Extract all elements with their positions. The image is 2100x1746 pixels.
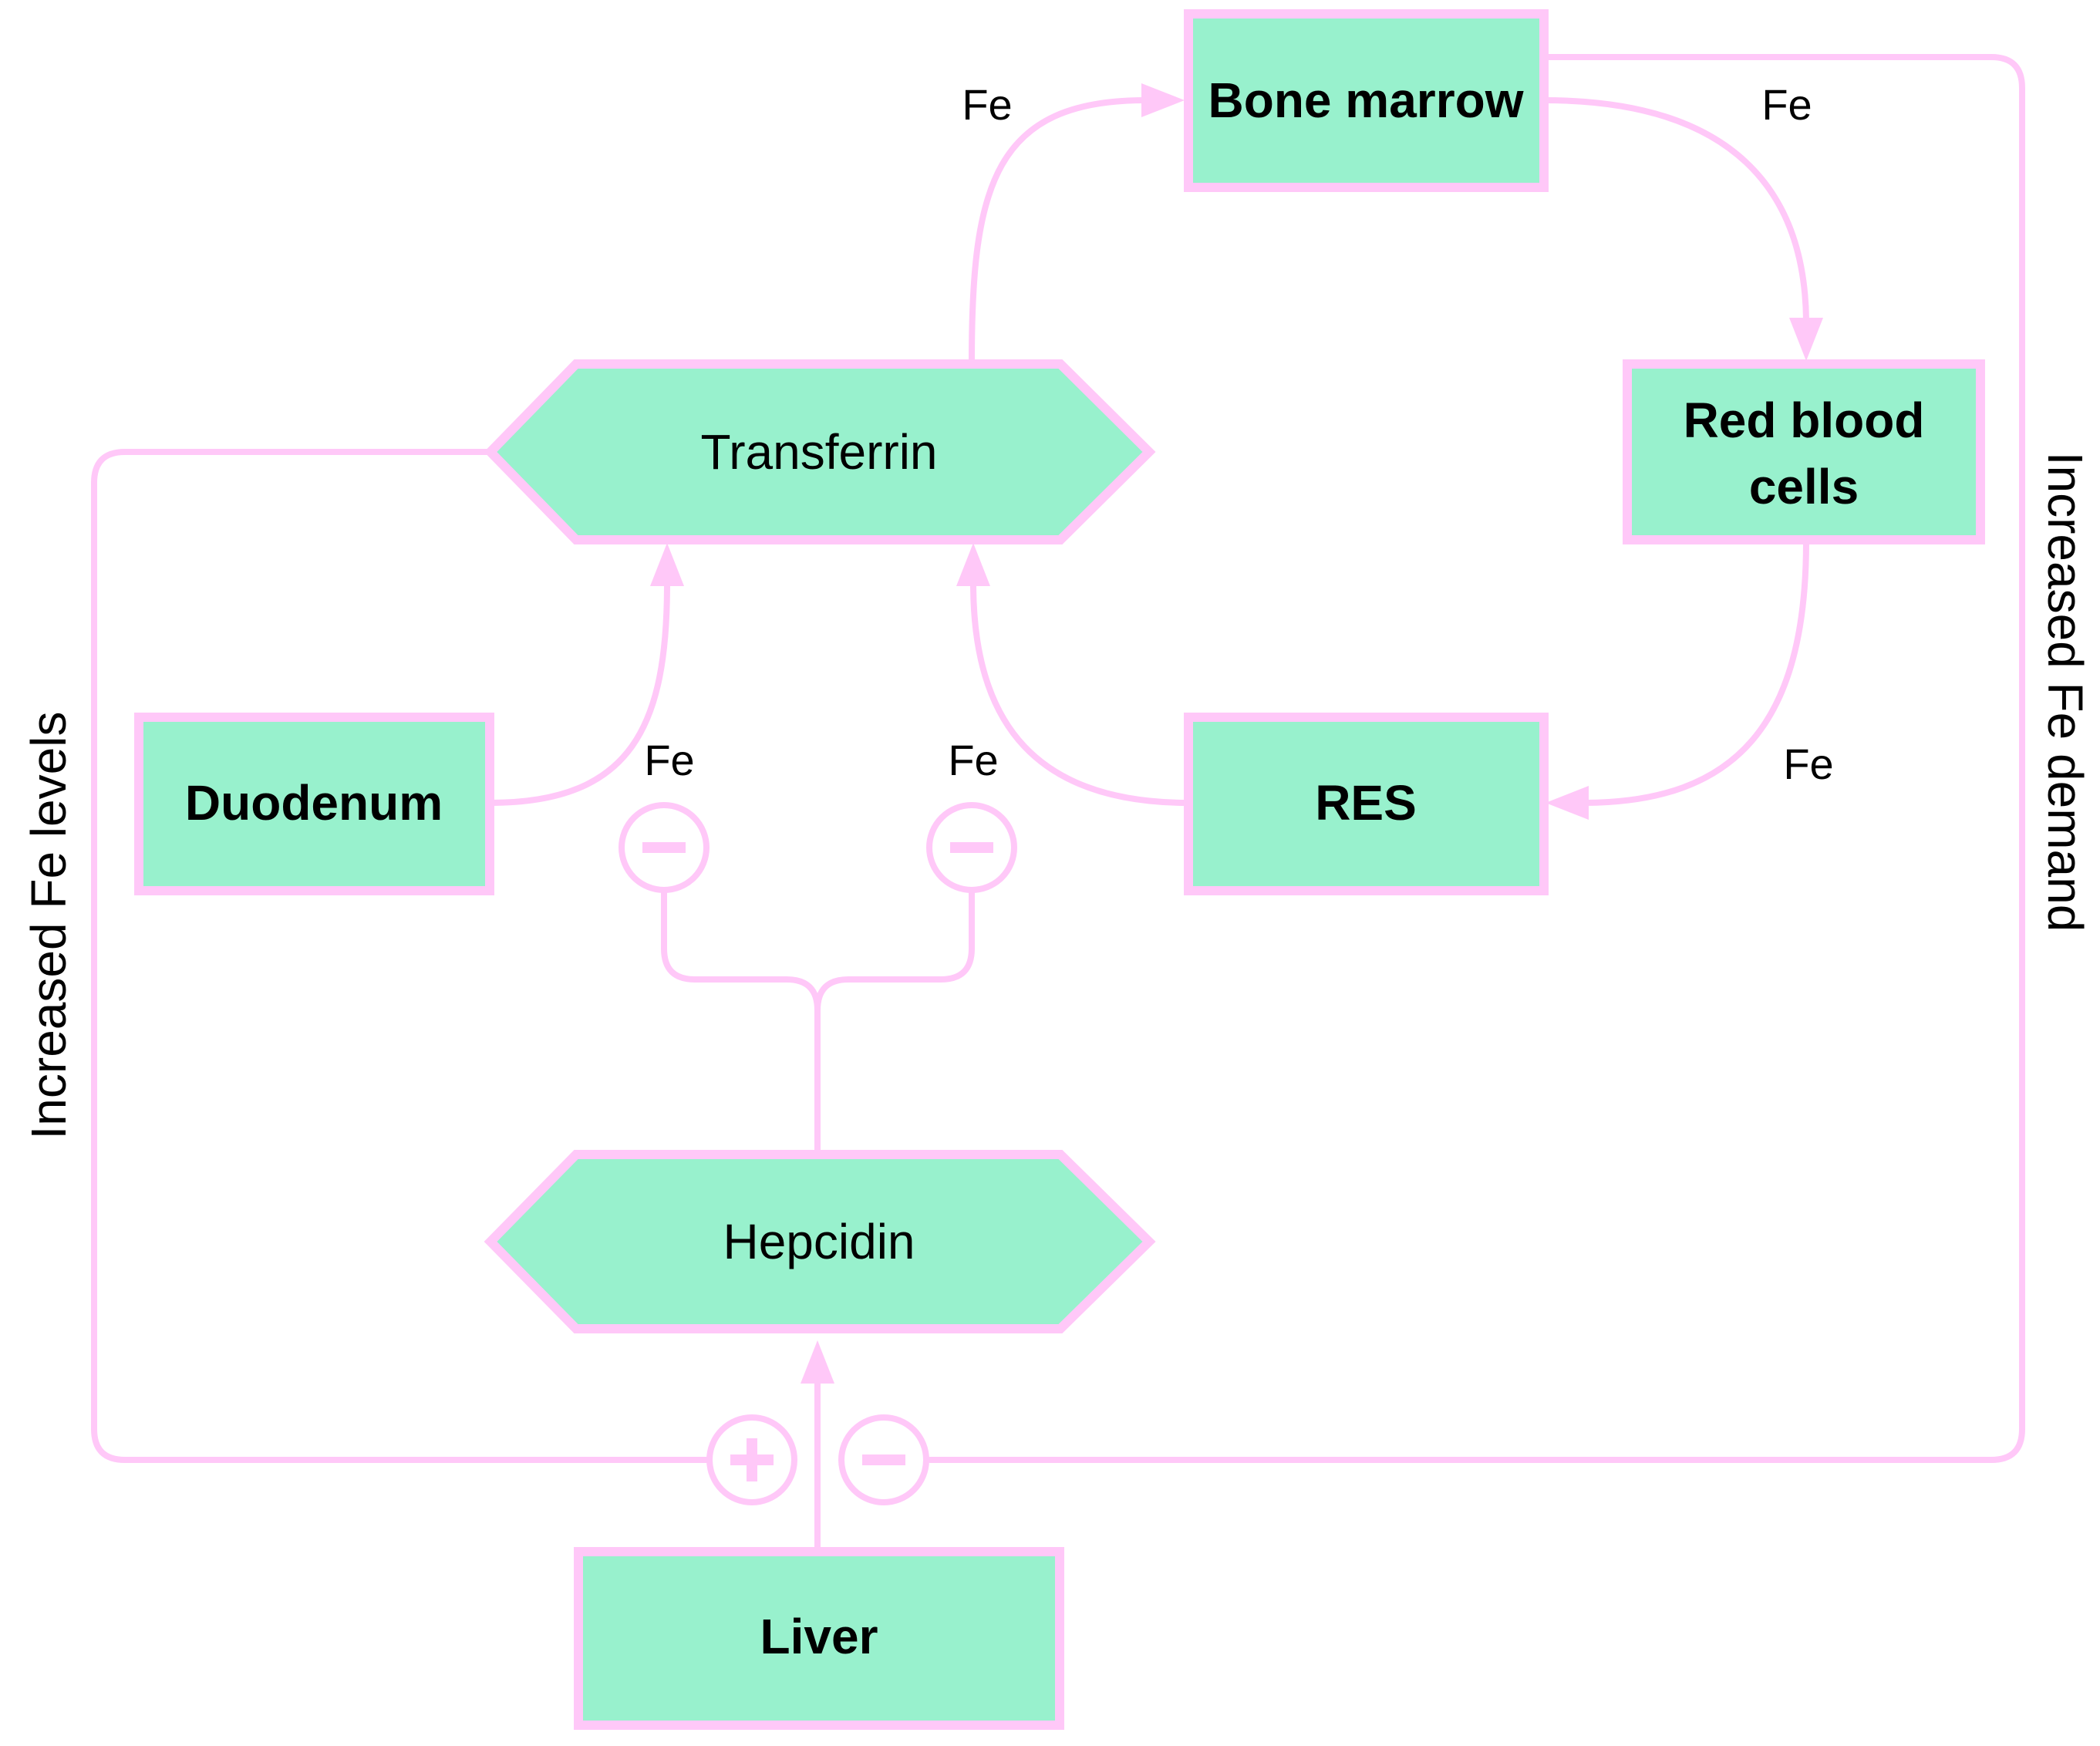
edge-increased-fe-levels-loop bbox=[91, 449, 713, 1463]
node-red-blood-cells: Red blood cells bbox=[1623, 359, 1985, 544]
node-red-blood-cells-label-line1: Red blood bbox=[1684, 393, 1925, 448]
node-bone-marrow: Bone marrow bbox=[1184, 9, 1549, 192]
edge-transferrin-to-bone-marrow bbox=[969, 97, 1148, 364]
edge-label-transferrin-to-bone-marrow: Fe bbox=[962, 80, 1012, 129]
edge-bone-marrow-to-rbc bbox=[1541, 97, 1809, 323]
node-transferrin-label: Transferrin bbox=[700, 424, 937, 480]
arrowhead-rbc-in bbox=[1789, 318, 1823, 361]
side-label-increased-fe-levels: Increased Fe levels bbox=[21, 712, 76, 1140]
arrowhead-transferrin-from-res bbox=[956, 543, 990, 586]
node-red-blood-cells-label-line2: cells bbox=[1749, 459, 1859, 514]
activate-sign-fe-levels bbox=[706, 1414, 797, 1505]
edge-res-to-transferrin bbox=[970, 581, 1192, 806]
edge-duodenum-to-transferrin bbox=[487, 581, 670, 806]
edge-label-rbc-to-res: Fe bbox=[1783, 740, 1833, 788]
arrowhead-res-in bbox=[1546, 786, 1589, 820]
side-label-increased-fe-demand: Increased Fe demand bbox=[2038, 452, 2093, 932]
node-hepcidin-label: Hepcidin bbox=[723, 1214, 915, 1269]
arrowhead-transferrin-from-duodenum bbox=[650, 543, 684, 586]
node-transferrin: Transferrin bbox=[484, 359, 1156, 544]
arrowhead-bone-marrow-in bbox=[1141, 83, 1185, 117]
node-liver-label: Liver bbox=[760, 1609, 878, 1664]
edge-hepcidin-inhibition-branches bbox=[661, 888, 975, 1156]
node-duodenum: Duodenum bbox=[134, 713, 494, 895]
node-duodenum-label: Duodenum bbox=[185, 775, 443, 831]
edge-increased-fe-demand-loop bbox=[927, 54, 2025, 1463]
edge-label-duodenum-to-transferrin: Fe bbox=[644, 736, 694, 784]
node-liver: Liver bbox=[574, 1547, 1064, 1730]
inhibit-sign-duodenum-path bbox=[619, 802, 710, 893]
node-res: RES bbox=[1184, 713, 1549, 895]
node-hepcidin: Hepcidin bbox=[484, 1150, 1156, 1333]
node-bone-marrow-label: Bone marrow bbox=[1208, 72, 1524, 128]
edge-rbc-to-res bbox=[1583, 538, 1809, 806]
edge-label-res-to-transferrin: Fe bbox=[948, 736, 998, 784]
arrowhead-hepcidin-in bbox=[801, 1340, 834, 1384]
inhibit-sign-res-path bbox=[926, 802, 1017, 893]
inhibit-sign-fe-demand bbox=[838, 1414, 929, 1505]
edge-label-bone-marrow-to-rbc: Fe bbox=[1761, 80, 1812, 129]
node-res-label: RES bbox=[1315, 775, 1417, 831]
